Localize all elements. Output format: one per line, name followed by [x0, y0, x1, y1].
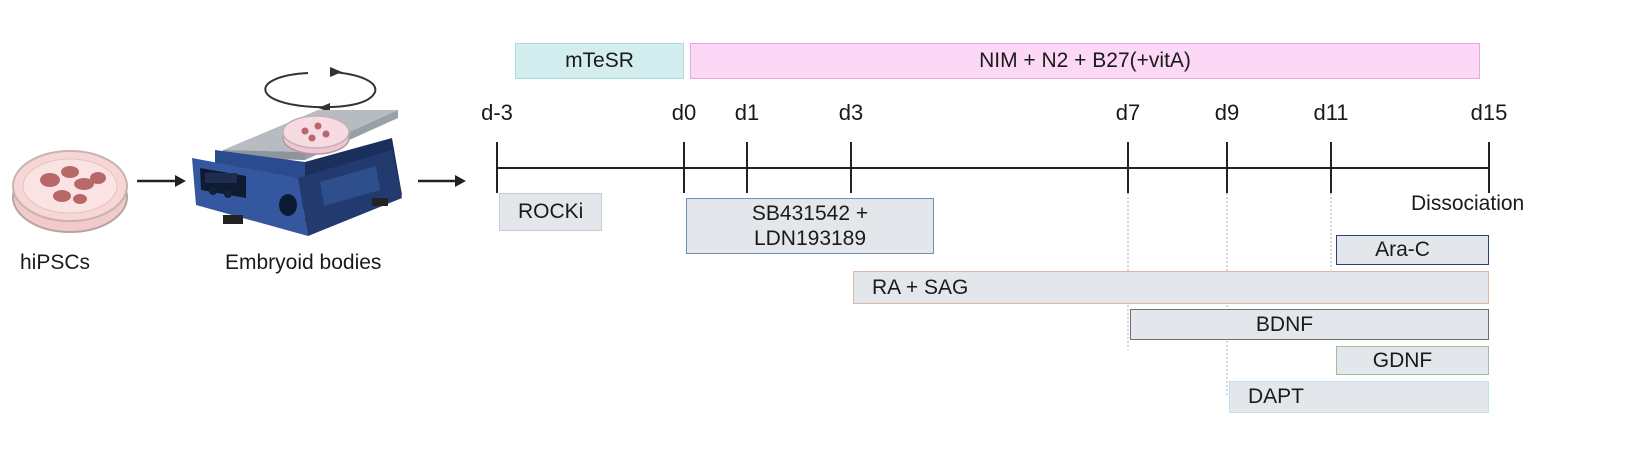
treatment-label-line: LDN193189 [753, 227, 867, 250]
dissociation-label: Dissociation [1411, 192, 1525, 215]
shaker-dish-icon [282, 115, 350, 155]
treatment-label: ROCKi [518, 200, 584, 224]
treatment-bar-rocki: ROCKi [499, 193, 602, 231]
treatment-label: DAPT [1248, 385, 1305, 409]
treatment-label: GDNF [1372, 348, 1433, 372]
treatment-bar-bdnf: BDNF [1130, 309, 1489, 340]
tick-label: d7 [1115, 100, 1141, 125]
rotation-arrows-icon [264, 67, 377, 112]
medium-bar-nim: NIM + N2 + B27(+vitA) [690, 43, 1480, 79]
medium-label: mTeSR [565, 49, 634, 73]
treatment-label: BDNF [1255, 312, 1314, 336]
cell-cluster-icon [40, 166, 106, 204]
tick-label: d15 [1470, 100, 1508, 125]
orbital-shaker-icon [192, 110, 402, 236]
treatment-bar-arac: Ara-C [1336, 235, 1489, 265]
tick-label: d3 [838, 100, 864, 125]
treatment-label: RA + SAG [872, 275, 969, 299]
treatment-label: Ara-C [1375, 238, 1430, 262]
tick-label: d11 [1313, 100, 1349, 125]
tick-label: d1 [734, 100, 760, 125]
treatment-bar-ra-sag: RA + SAG [853, 271, 1489, 304]
treatment-bar-sb-ldn: SB431542 +LDN193189 [686, 198, 934, 254]
medium-label: NIM + N2 + B27(+vitA) [979, 49, 1191, 73]
petri-dish-icon [12, 150, 128, 233]
treatment-label-line: SB431542 + [751, 201, 869, 225]
hipscs-label: hiPSCs [20, 251, 91, 274]
tick-label: d9 [1214, 100, 1240, 125]
arrow-icon [418, 175, 466, 187]
treatment-bar-dapt: DAPT [1229, 381, 1489, 413]
tick-label: d-3 [481, 100, 513, 125]
medium-bar-mtesr: mTeSR [515, 43, 684, 79]
tick-label: d0 [671, 100, 697, 125]
treatment-label: SB431542 +LDN193189 [687, 201, 933, 251]
timeline-ticks [496, 142, 1490, 193]
arrow-icon [137, 175, 186, 187]
embryoid-bodies-label: Embryoid bodies [225, 251, 382, 274]
treatment-bar-gdnf: GDNF [1336, 346, 1489, 375]
